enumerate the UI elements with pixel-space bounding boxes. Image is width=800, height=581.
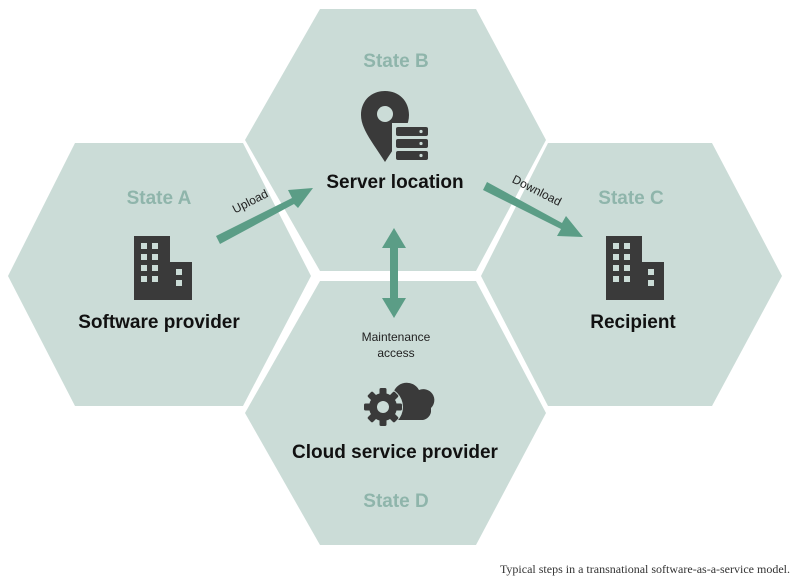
figure-caption: Typical steps in a transnational softwar… xyxy=(499,562,790,576)
office-building-icon xyxy=(134,236,192,300)
maintenance-label-line2: access xyxy=(377,346,414,360)
server-location-label: Server location xyxy=(326,172,463,193)
state-b-label: State B xyxy=(363,51,428,72)
state-a-label: State A xyxy=(127,188,192,209)
gear-cloud-icon xyxy=(363,382,435,427)
cloud-service-provider-label: Cloud service provider xyxy=(292,442,499,463)
office-building-icon xyxy=(606,236,664,300)
location-server-icon xyxy=(361,91,432,163)
download-arrow xyxy=(483,182,583,237)
maintenance-label-line1: Maintenance xyxy=(362,330,431,344)
state-d-label: State D xyxy=(363,491,428,512)
upload-arrow xyxy=(216,188,313,244)
recipient-label: Recipient xyxy=(590,312,676,333)
maintenance-arrow xyxy=(382,228,406,318)
software-provider-label: Software provider xyxy=(78,312,240,333)
maintenance-label-background xyxy=(349,325,443,361)
state-c-label: State C xyxy=(598,188,664,209)
